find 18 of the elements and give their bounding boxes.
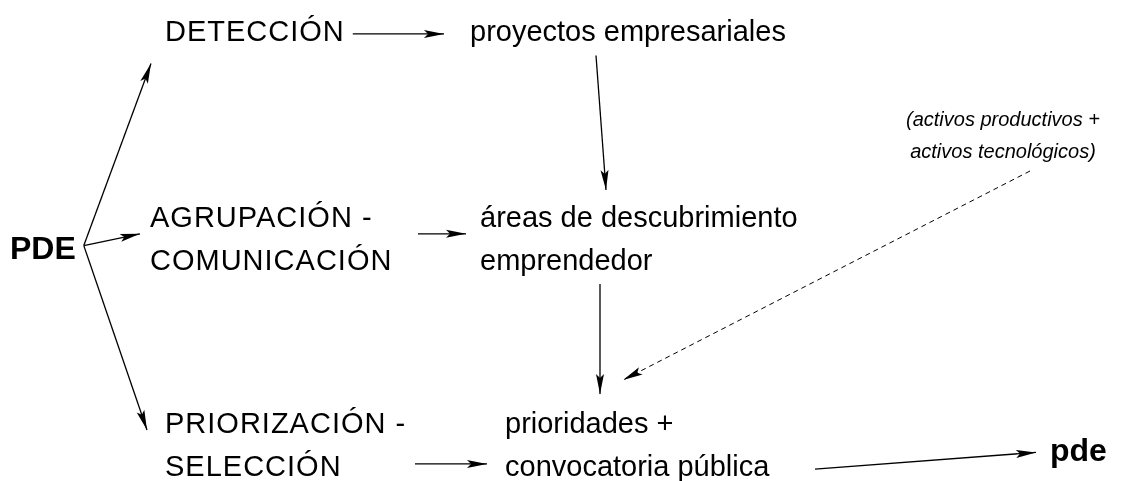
arrow [417, 229, 467, 238]
arrow [596, 283, 604, 395]
arrow [622, 170, 1031, 381]
arrow [814, 449, 1037, 470]
result-label: pde [1050, 426, 1107, 474]
arrow [83, 62, 152, 247]
stage-label: DETECCIÓN [165, 10, 345, 54]
arrow [352, 29, 445, 38]
outcome-label: áreas de descubrimiento emprendedor [480, 196, 852, 282]
arrow [83, 233, 141, 247]
outcome-label: proyectos empresariales [470, 10, 786, 54]
arrow [414, 459, 488, 468]
note-label: (activos productivos + activos tecnológicos) [900, 103, 1106, 167]
source-label: PDE [10, 224, 76, 272]
stage-label: PRIORIZACIÓN - SELECCIÓN [165, 402, 437, 481]
arrow [83, 244, 148, 431]
stage-label: AGRUPACIÓN - COMUNICACIÓN [150, 196, 422, 282]
arrow [595, 54, 609, 191]
